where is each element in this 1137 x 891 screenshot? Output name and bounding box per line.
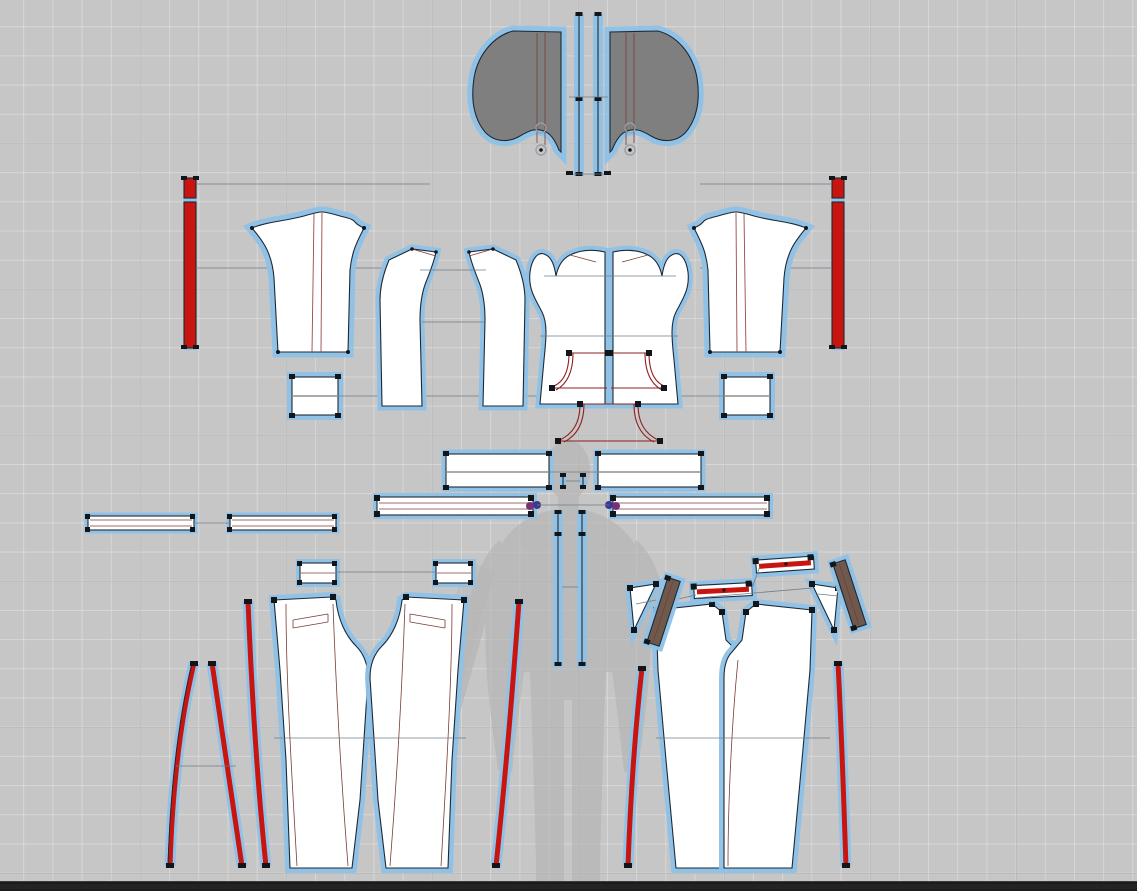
- piece-group-back-bodice[interactable]: [375, 244, 530, 411]
- pattern-piece-front-bodice-left[interactable]: [529, 249, 606, 405]
- piece-group-hem-band[interactable]: [373, 493, 773, 519]
- piece-group-trouser-front[interactable]: [268, 591, 470, 873]
- pattern-piece-side-piping-4[interactable]: [493, 600, 522, 867]
- pattern-piece-sleeve-left[interactable]: [251, 211, 365, 353]
- piece-group-fly-strip[interactable]: [553, 510, 587, 668]
- piece-group-loop-tab[interactable]: [296, 559, 476, 587]
- pattern-piece-waistband-right[interactable]: [597, 453, 702, 488]
- piece-group-gusset[interactable]: [625, 578, 843, 647]
- pattern-piece-trouser-front-right[interactable]: [369, 596, 465, 869]
- pattern-piece-trim-strip-left[interactable]: [646, 576, 681, 647]
- pattern-piece-side-piping-6[interactable]: [835, 662, 849, 867]
- pattern-piece-hem-band-right[interactable]: [612, 496, 770, 516]
- piece-group-side-piping[interactable]: [164, 599, 852, 868]
- pattern-piece-side-piping-1[interactable]: [167, 662, 197, 867]
- piece-group-pocket-bag[interactable]: [555, 401, 663, 444]
- bottom-status-bar: [0, 881, 1137, 891]
- pattern-piece-trouser-back-right[interactable]: [723, 603, 813, 869]
- pattern-piece-sleeve-right[interactable]: [693, 211, 807, 353]
- piece-group-trouser-back[interactable]: [650, 598, 830, 873]
- pattern-piece-hood-right[interactable]: [609, 30, 699, 154]
- piece-group-waistband[interactable]: [441, 449, 706, 492]
- piece-group-hood-drawcord[interactable]: [566, 12, 611, 176]
- piece-group-welt[interactable]: [659, 551, 820, 604]
- pattern-piece-gusset-left[interactable]: [629, 583, 657, 633]
- pattern-piece-binding-strip-1[interactable]: [87, 515, 195, 531]
- pattern-piece-front-bodice-right[interactable]: [612, 249, 689, 405]
- bottom-status-bar-inner: [0, 884, 1137, 889]
- pattern-piece-waistband-left[interactable]: [445, 453, 550, 488]
- pattern-piece-binding-strip-2[interactable]: [229, 515, 337, 531]
- piece-group-trim-strip[interactable]: [635, 554, 872, 652]
- pattern-piece-back-bodice-right[interactable]: [468, 248, 526, 407]
- piece-group-sleeve[interactable]: [243, 206, 815, 358]
- pattern-piece-side-piping-5[interactable]: [625, 667, 645, 867]
- piece-group-cuff[interactable]: [287, 372, 775, 420]
- pattern-piece-side-piping-2[interactable]: [209, 662, 245, 867]
- pattern-piece-hood-left[interactable]: [472, 30, 562, 154]
- pattern-piece-trim-strip-right[interactable]: [832, 559, 867, 630]
- piece-group-front-bodice[interactable]: [525, 245, 693, 409]
- pattern-piece-trouser-front-left[interactable]: [273, 596, 369, 869]
- pattern-piece-hem-band-left[interactable]: [376, 496, 534, 516]
- pattern-piece-back-bodice-left[interactable]: [379, 248, 437, 407]
- piece-group-binding-strip[interactable]: [84, 512, 340, 534]
- pattern-piece-side-piping-3[interactable]: [245, 600, 269, 867]
- pattern-piece-pocket-bag-center[interactable]: [558, 403, 660, 443]
- piece-group-hood[interactable]: [467, 25, 704, 166]
